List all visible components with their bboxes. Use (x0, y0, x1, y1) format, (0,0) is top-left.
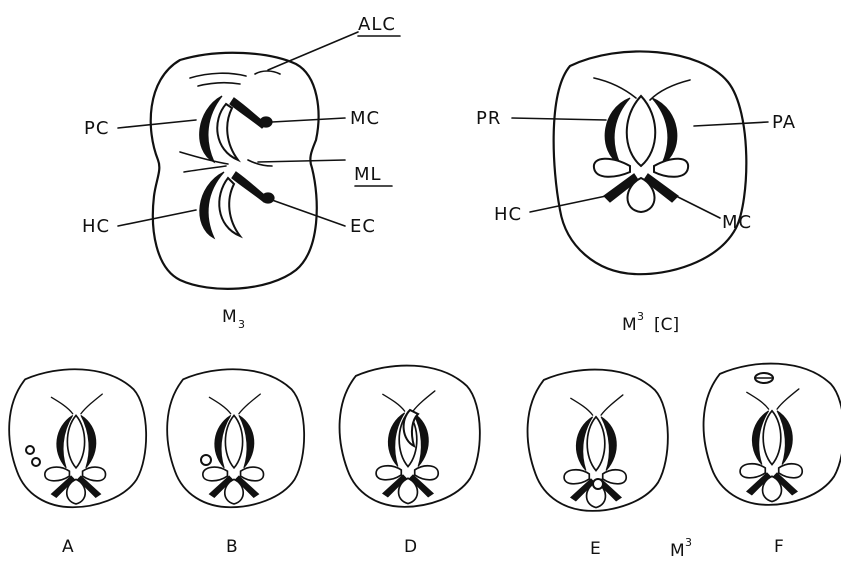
svg-text:M: M (670, 541, 685, 561)
variant-f (704, 364, 841, 505)
variant-b (167, 369, 304, 507)
variant-label-a: A (62, 537, 74, 557)
variant-label-f: F (774, 537, 784, 557)
svg-text:3: 3 (238, 318, 245, 331)
caption-upper-m3: M 3 [C] (622, 310, 679, 335)
label-pr: PR (476, 108, 501, 129)
svg-text:[C]: [C] (654, 315, 679, 335)
svg-text:M: M (222, 307, 237, 327)
variant-e (528, 370, 668, 511)
upper-m3-drawing (554, 51, 747, 274)
variants-caption-m3: M 3 (670, 536, 692, 561)
caption-lower-m3: M 3 (222, 307, 245, 331)
svg-text:M: M (622, 315, 637, 335)
label-ec: EC (350, 216, 376, 237)
variant-label-e: E (590, 539, 601, 559)
variant-a (9, 369, 146, 507)
label-mc-lower: MC (350, 108, 380, 129)
label-pa: PA (772, 112, 796, 133)
label-mc-upper: MC (722, 212, 752, 233)
svg-text:3: 3 (637, 310, 644, 323)
label-ml: ML (354, 164, 382, 185)
label-hc-lower: HC (82, 216, 110, 237)
label-hc-upper: HC (494, 204, 522, 225)
label-pc: PC (84, 118, 109, 139)
variant-d (340, 366, 480, 507)
variant-label-d: D (404, 537, 417, 557)
svg-text:3: 3 (685, 536, 692, 549)
label-alc: ALC (358, 14, 396, 35)
lower-m3-drawing (151, 53, 319, 289)
variant-label-b: B (226, 537, 238, 557)
